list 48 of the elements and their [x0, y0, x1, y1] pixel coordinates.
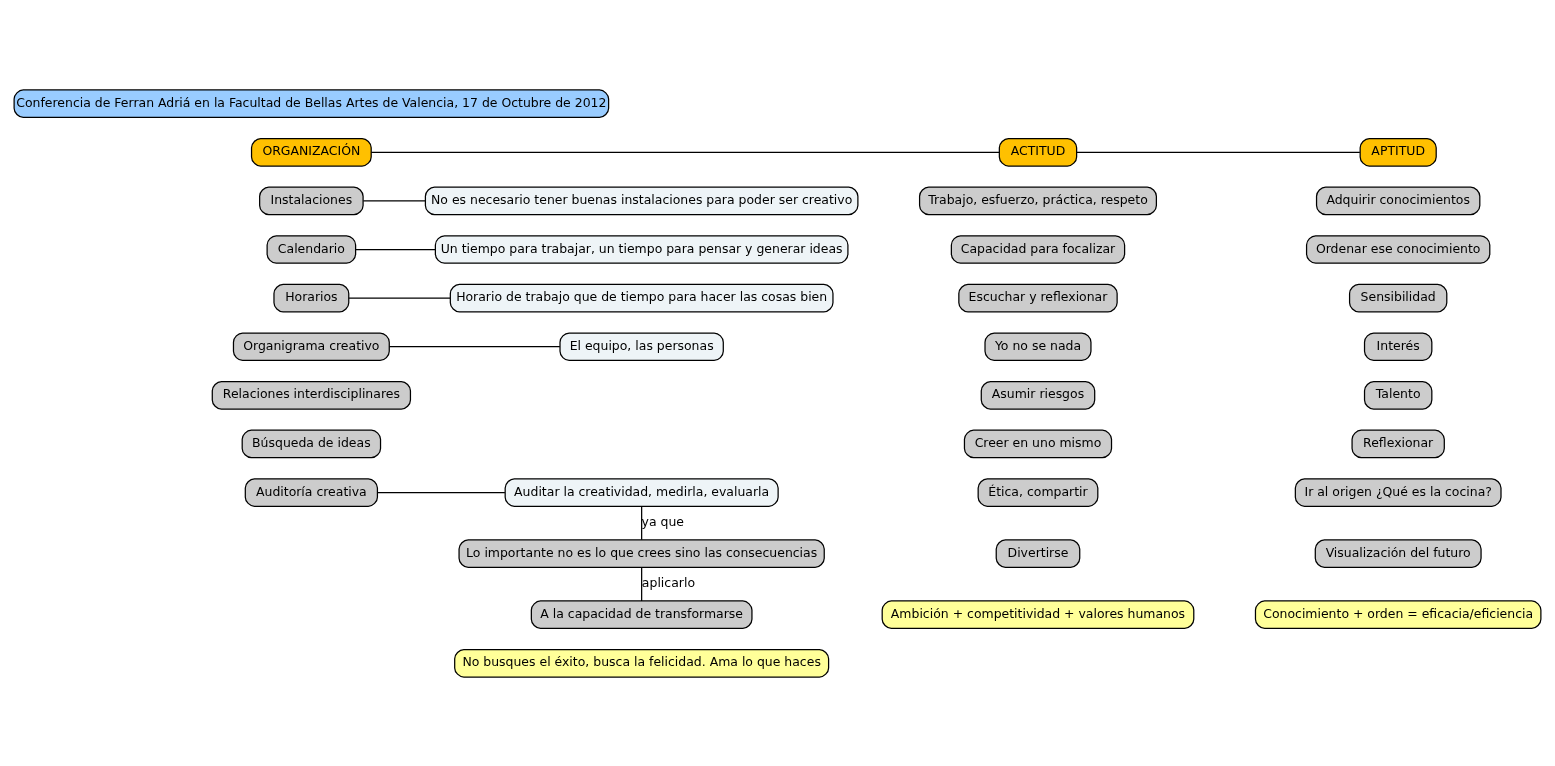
connector [376, 491, 506, 493]
node-box: Divertirse [995, 538, 1081, 568]
node-box: ORGANIZACIÓN [250, 137, 372, 167]
node-box: Búsqueda de ideas [241, 429, 382, 458]
node-box: Ordenar ese conocimiento [1305, 234, 1491, 264]
connector [641, 566, 643, 601]
node-box: Asumir riesgos [980, 380, 1096, 410]
node-box: Un tiempo para trabajar, un tiempo para pensar y generar ideas [434, 234, 849, 264]
node-box: Conocimiento + orden = eficacia/eficiencia [1254, 599, 1542, 629]
node-box: Yo no se nada [984, 331, 1092, 361]
node-box: Creer en uno mismo [963, 429, 1113, 458]
node-box: Trabajo, esfuerzo, práctica, respeto [918, 186, 1157, 215]
node-box: APTITUD [1359, 137, 1437, 167]
connector [348, 297, 451, 299]
node-box: ACTITUD [998, 137, 1078, 167]
connector [362, 199, 426, 202]
node-box: Relaciones interdisciplinares [211, 380, 412, 410]
node-box: No es necesario tener buenas instalaciones para poder ser creativo [424, 186, 859, 215]
edge-label: ya que [641, 513, 685, 529]
node-box: Sensibilidad [1348, 283, 1448, 312]
node-box: A la capacidad de transformarse [530, 599, 753, 629]
node-box: Organigrama creativo [232, 331, 390, 361]
connector [641, 505, 643, 540]
node-box: Instalaciones [259, 186, 364, 215]
node-box: Auditoría creativa [244, 477, 379, 507]
node-box: Conferencia de Ferran Adriá en la Facultad de Bellas Artes de Valencia, 17 de Octubre de 2012 [13, 88, 610, 118]
node-box: Calendario [266, 234, 357, 264]
node-box: Escuchar y reflexionar [958, 283, 1118, 312]
node-box: Interés [1363, 331, 1433, 361]
node-box: Visualización del futuro [1314, 538, 1482, 568]
node-box: Adquirir conocimientos [1315, 186, 1481, 215]
node-box: Auditar la creatividad, medirla, evaluarla [504, 477, 779, 507]
node-box: Talento [1363, 380, 1433, 410]
node-box: Ir al origen ¿Qué es la cocina? [1294, 477, 1502, 507]
connector [355, 248, 436, 250]
node-box: Capacidad para focalizar [950, 234, 1126, 264]
node-box: El equipo, las personas [559, 331, 724, 361]
node-box: Ambición + competitividad + valores humanos [881, 599, 1195, 629]
node-box: Reflexionar [1351, 429, 1445, 458]
node-box: Horario de trabajo que de tiempo para hacer las cosas bien [449, 283, 834, 312]
node-box: Lo importante no es lo que crees sino las consecuencias [458, 538, 825, 568]
edge-label: aplicarlo [641, 574, 696, 590]
node-box: Horarios [273, 283, 350, 312]
node-box: Ética, compartir [977, 477, 1099, 507]
node-box: No busques el éxito, busca la felicidad. Ama lo que haces [454, 648, 830, 678]
connector [388, 345, 561, 347]
connector [370, 151, 1000, 153]
connector [1076, 151, 1361, 153]
